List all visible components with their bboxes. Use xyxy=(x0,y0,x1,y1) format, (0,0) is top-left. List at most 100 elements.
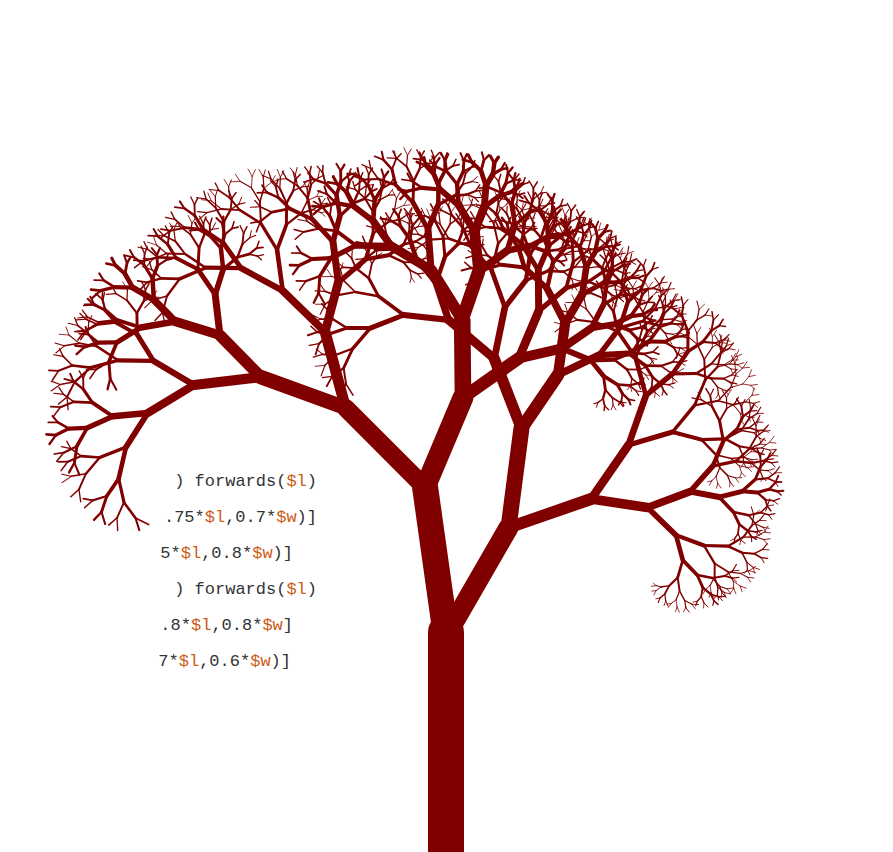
tree-branch xyxy=(768,469,774,471)
tree-branch xyxy=(71,489,79,497)
tree-branch xyxy=(697,344,704,359)
tree-branch xyxy=(749,448,762,449)
tree-branch xyxy=(659,296,663,304)
tree-branch xyxy=(257,246,263,249)
tree-branch xyxy=(465,262,471,268)
tree-branch xyxy=(577,217,582,224)
tree-branch xyxy=(682,316,688,331)
tree-branch xyxy=(207,209,221,213)
tree-branch xyxy=(706,389,710,396)
tree-branch xyxy=(728,475,731,482)
tree-branch xyxy=(300,281,306,290)
tree-branch xyxy=(622,268,625,282)
tree-branch xyxy=(598,232,604,239)
tree-branch xyxy=(697,315,705,320)
tree-branch xyxy=(631,262,636,265)
tree-branch xyxy=(584,292,587,299)
tree-branch xyxy=(352,258,356,268)
tree-branch xyxy=(93,496,107,500)
tree-branch xyxy=(82,310,87,317)
tree-branch xyxy=(655,393,659,397)
tree-branch xyxy=(673,300,680,301)
tree-branch xyxy=(316,304,326,305)
tree-branch xyxy=(723,375,732,379)
tree-branch xyxy=(755,478,767,479)
tree-branch xyxy=(604,298,614,311)
tree-branch xyxy=(764,540,768,544)
tree-branch xyxy=(211,201,221,209)
tree-branch xyxy=(418,225,424,227)
tree-branch xyxy=(203,229,223,243)
tree-branch xyxy=(486,206,496,214)
tree-branch xyxy=(380,195,389,200)
tree-branch xyxy=(629,396,646,446)
tree-branch xyxy=(546,212,549,219)
tree-branch xyxy=(571,205,575,211)
tree-branch xyxy=(732,355,735,363)
tree-branch xyxy=(752,394,759,396)
tree-branch xyxy=(569,236,580,248)
tree-branch xyxy=(410,278,411,283)
tree-branch xyxy=(740,586,742,592)
tree-branch xyxy=(330,216,336,231)
tree-branch xyxy=(519,235,524,248)
tree-branch xyxy=(655,278,660,285)
tree-branch xyxy=(125,274,133,288)
tree-branch xyxy=(175,322,220,336)
tree-branch xyxy=(443,199,449,205)
tree-branch xyxy=(353,328,371,349)
tree-branch xyxy=(338,259,365,282)
tree-branch xyxy=(736,461,751,463)
tree-branch xyxy=(562,208,565,216)
tree-branch xyxy=(215,183,219,191)
tree-branch xyxy=(492,270,505,307)
tree-branch xyxy=(317,166,322,172)
tree-branch xyxy=(514,173,516,180)
tree-branch xyxy=(143,298,152,300)
tree-branch xyxy=(498,193,502,199)
tree-branch xyxy=(611,405,613,409)
tree-branch xyxy=(416,237,424,242)
tree-branch xyxy=(318,229,336,231)
tree-branch xyxy=(686,328,688,336)
tree-branch xyxy=(773,499,779,501)
tree-branch xyxy=(716,394,719,398)
tree-branch xyxy=(99,320,117,322)
tree-branch xyxy=(276,187,279,198)
tree-branch xyxy=(239,203,245,204)
tree-branch xyxy=(730,482,734,486)
tree-branch xyxy=(87,317,99,323)
tree-branch xyxy=(468,251,475,256)
tree-branch xyxy=(553,249,565,262)
tree-branch xyxy=(589,267,599,268)
tree-branch xyxy=(389,194,395,195)
tree-branch xyxy=(615,252,620,259)
tree-branch xyxy=(85,343,99,347)
tree-branch xyxy=(678,369,684,372)
tree-branch xyxy=(466,281,475,285)
tree-branch xyxy=(366,244,377,250)
tree-branch xyxy=(69,426,87,431)
tree-branch xyxy=(721,346,727,354)
tree-branch xyxy=(354,206,373,221)
tree-branch xyxy=(629,383,638,385)
tree-branch xyxy=(470,237,477,243)
tree-branch xyxy=(757,430,764,431)
tree-branch xyxy=(307,221,318,228)
tree-branch xyxy=(698,392,702,400)
tree-branch xyxy=(268,171,271,179)
tree-branch xyxy=(720,468,728,476)
tree-branch xyxy=(764,526,768,532)
tree-branch xyxy=(668,282,671,289)
tree-branch xyxy=(719,342,721,353)
tree-branch xyxy=(372,256,377,264)
tree-branch xyxy=(560,205,566,206)
tree-branch xyxy=(643,354,650,359)
tree-branch xyxy=(290,264,300,267)
tree-branch xyxy=(373,221,391,246)
tree-branch xyxy=(712,406,720,421)
tree-branch xyxy=(255,200,260,206)
tree-branch xyxy=(440,224,448,238)
tree-branch xyxy=(727,588,733,589)
tree-branch xyxy=(278,198,290,209)
